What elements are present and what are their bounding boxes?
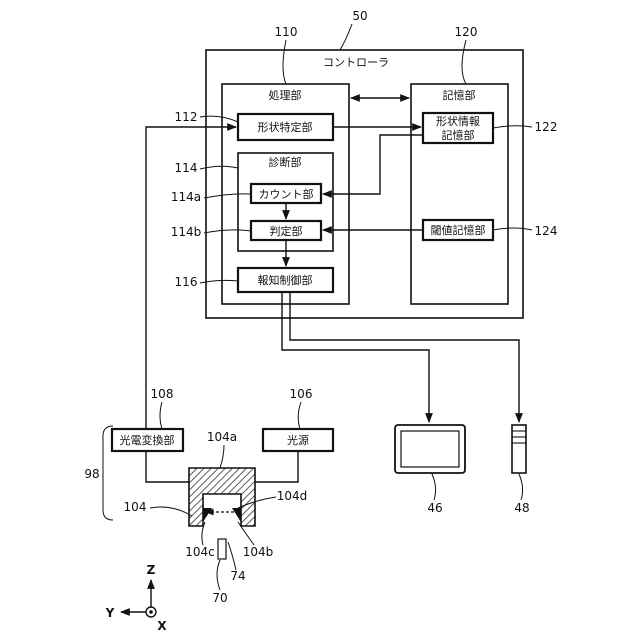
shape-info-ref: 122 — [535, 120, 558, 134]
lamp-ref: 48 — [514, 501, 529, 515]
display-device: 46 — [395, 425, 465, 515]
converter-unit: 光電変換部 108 — [112, 387, 183, 451]
count-ref: 114a — [171, 190, 201, 204]
sensor-group: 98 — [84, 426, 113, 520]
storage-label: 記憶部 — [443, 88, 476, 102]
converter-ref: 108 — [151, 387, 174, 401]
judge-ref: 114b — [171, 225, 202, 239]
shape-spec-ref: 112 — [175, 110, 198, 124]
housing-body — [189, 468, 255, 526]
target-pin: 74 70 — [212, 539, 245, 605]
light-source-ref: 106 — [290, 387, 313, 401]
pin-ref: 74 — [230, 569, 245, 583]
light-source-unit: 光源 106 — [263, 387, 333, 451]
target-leader — [217, 560, 220, 590]
processing-ref: 110 — [275, 25, 298, 39]
notify-ref: 116 — [175, 275, 198, 289]
pin-body — [218, 539, 226, 559]
display-leader — [432, 474, 436, 500]
storage-ref: 120 — [455, 25, 478, 39]
diagnosis-label: 診断部 — [269, 155, 302, 169]
housing-top-ref: 104a — [207, 430, 237, 444]
y-axis-label: Y — [105, 606, 115, 620]
coordinate-axes: Z Y X — [105, 563, 168, 633]
part-c-ref: 104c — [185, 545, 215, 559]
processing-label: 処理部 — [269, 88, 302, 102]
shape-info-label-1: 形状情報 — [436, 114, 480, 128]
z-axis-label: Z — [147, 563, 156, 577]
controller-ref: 50 — [352, 9, 367, 23]
notify-label: 報知制御部 — [258, 273, 313, 287]
display-screen — [401, 431, 459, 467]
count-label: カウント部 — [259, 187, 314, 201]
threshold-storage: 閾値記憶部 124 — [423, 220, 557, 240]
lamp-leader — [519, 474, 523, 500]
light-source-leader — [298, 402, 301, 429]
notify-unit: 報知制御部 116 — [175, 268, 333, 292]
display-ref: 46 — [427, 501, 442, 515]
housing-ref: 104 — [124, 500, 147, 514]
sensor-group-ref: 98 — [84, 467, 99, 481]
pin-leader — [228, 542, 236, 570]
threshold-ref: 124 — [535, 224, 558, 238]
judge-label: 判定部 — [270, 224, 303, 238]
part-b-ref: 104b — [243, 545, 274, 559]
shape-spec-unit: 形状特定部 112 — [175, 110, 333, 140]
target-ref: 70 — [212, 591, 227, 605]
emitter-element — [232, 508, 241, 522]
housing-leader — [150, 507, 192, 516]
threshold-label: 閾値記憶部 — [431, 223, 486, 237]
shape-info-storage: 形状情報 記憶部 122 — [423, 113, 557, 143]
lamp-body — [512, 425, 526, 473]
controller-leader — [340, 24, 352, 50]
controller-label: コントローラ — [323, 56, 389, 69]
converter-label: 光電変換部 — [120, 433, 175, 447]
shape-spec-label: 形状特定部 — [258, 120, 313, 134]
diagnosis-ref: 114 — [175, 161, 198, 175]
x-axis-dot — [149, 610, 153, 614]
housing-top-leader — [220, 445, 224, 468]
x-axis-label: X — [157, 619, 167, 633]
converter-leader — [160, 402, 162, 429]
shape-info-label-2: 記憶部 — [442, 128, 475, 142]
part-d-ref: 104d — [277, 489, 308, 503]
lamp-device: 48 — [512, 425, 530, 515]
receiver-element — [203, 508, 212, 522]
light-source-label: 光源 — [287, 433, 309, 447]
